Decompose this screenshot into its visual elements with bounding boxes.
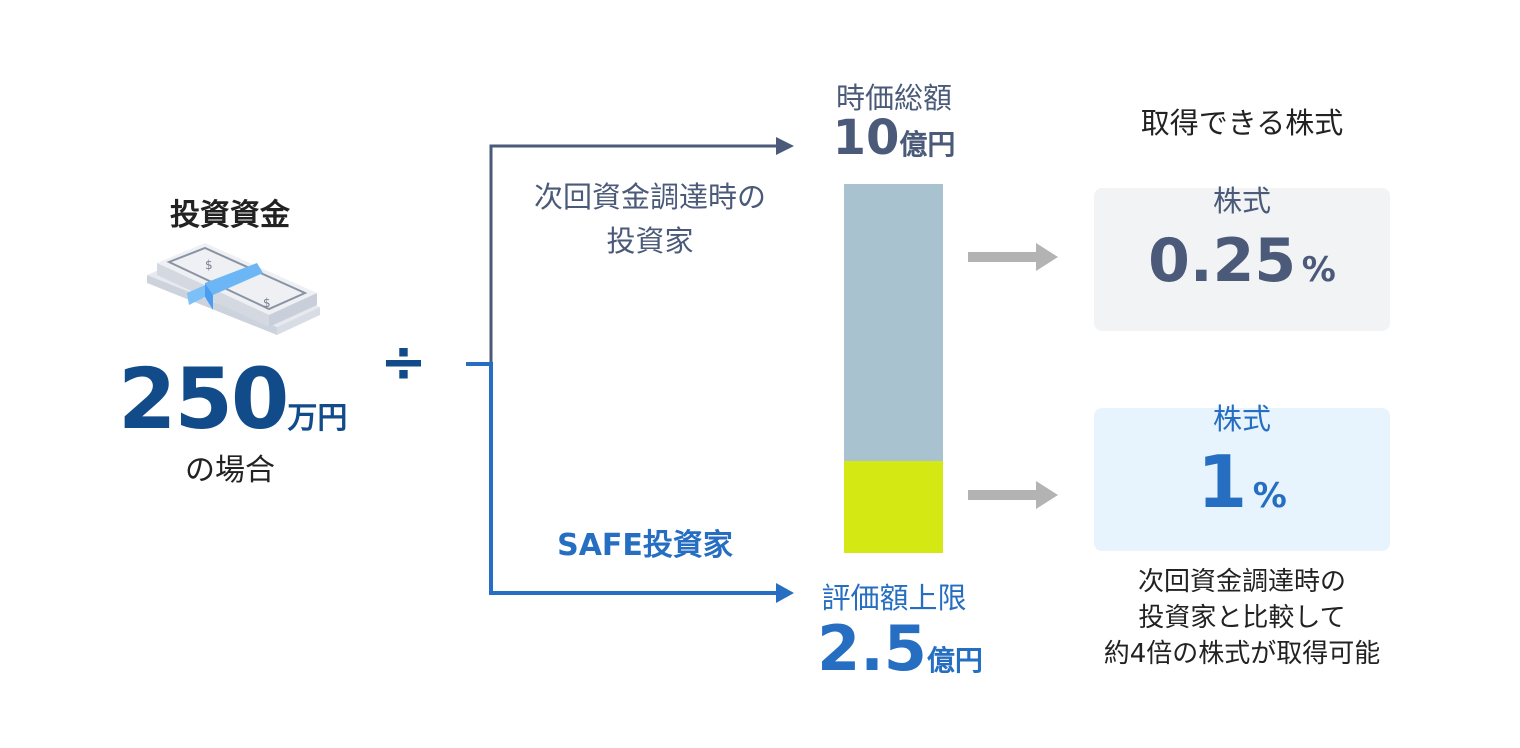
investment-title: 投資資金: [170, 198, 290, 233]
next-round-label-line1: 次回資金調達時の: [533, 180, 766, 214]
safe-investor-label: SAFE投資家: [557, 528, 733, 563]
divide-operator: ÷: [380, 330, 427, 395]
safe-shares-box: 株式 1 %: [1094, 402, 1390, 551]
shares-percent-unit: %: [1301, 250, 1336, 290]
arrow-head-icon: [776, 137, 794, 155]
shares-label: 株式: [1212, 184, 1271, 218]
valuation-cap-number: 2.5: [817, 612, 927, 685]
next-round-label: 次回資金調達時の 投資家: [500, 175, 800, 263]
svg-text:$: $: [263, 296, 271, 310]
gray-arrow-icon: [1036, 243, 1058, 271]
market-cap-unit: 億円: [899, 128, 956, 161]
shares-label: 株式: [1212, 402, 1271, 436]
arrow-head-icon: [776, 583, 794, 603]
next-round-label-line2: 投資家: [606, 224, 694, 258]
market-cap-number: 10: [832, 110, 900, 166]
valuation-cap-fill: [844, 460, 943, 553]
amount-value: 250: [118, 350, 289, 448]
svg-text:$: $: [205, 258, 213, 272]
investment-amount: 250万円: [118, 350, 347, 448]
safe-connector: [466, 362, 776, 595]
shares-percent-value: 1: [1197, 440, 1248, 524]
next-round-connector: [489, 144, 776, 364]
valuation-bar: [844, 184, 943, 553]
market-cap-label: 時価総額: [835, 81, 952, 115]
money-stack-icon: $ $: [147, 243, 320, 335]
valuation-cap-label: 評価額上限: [821, 581, 967, 615]
shares-percent: 0.25 %: [1094, 226, 1390, 296]
amount-unit: 万円: [287, 401, 348, 436]
shares-percent-value: 0.25: [1148, 226, 1297, 296]
shares-title: 取得できる株式: [1140, 106, 1344, 140]
gray-arrow-icon: [1036, 481, 1058, 509]
shares-percent-unit: %: [1252, 476, 1287, 516]
valuation-cap-unit: 億円: [926, 644, 983, 677]
comparison-note-line2: 投資家と比較して: [1138, 603, 1346, 633]
valuation-cap-value: 2.5億円: [800, 612, 1000, 685]
shares-percent: 1 %: [1094, 440, 1390, 524]
market-cap-value: 10億円: [794, 110, 994, 166]
next-round-shares-box: 株式 0.25 %: [1094, 184, 1390, 331]
comparison-note-line3: 約4倍の株式が取得可能: [1103, 639, 1381, 669]
comparison-note-line1: 次回資金調達時の: [1137, 567, 1346, 597]
comparison-note: 次回資金調達時の 投資家と比較して 約4倍の株式が取得可能: [1060, 564, 1424, 672]
investment-suffix: の場合: [185, 453, 275, 488]
